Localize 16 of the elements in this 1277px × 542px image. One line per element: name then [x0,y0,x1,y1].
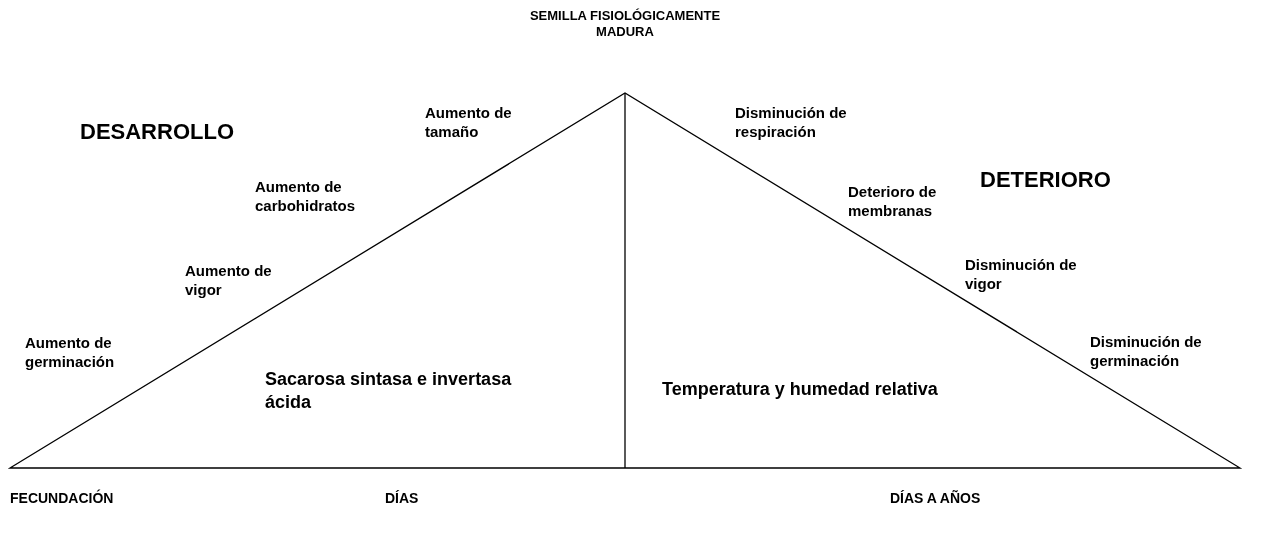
axis-label: DÍAS [385,490,420,508]
process-label: Disminución de germinación [1090,333,1203,371]
process-label: Aumento de germinación [25,334,116,372]
stage-heading: DESARROLLO [80,118,235,146]
process-label: Disminución de vigor [965,256,1078,294]
axis-label: FECUNDACIÓN [10,490,115,508]
factor-label: Temperatura y humedad relativa [662,378,939,401]
axis-label: DÍAS A AÑOS [890,490,982,508]
apex-label: SEMILLA FISIOLÓGICAMENTE MADURA [528,8,722,41]
process-label: Deterioro de membranas [848,183,938,221]
process-label: Aumento de carbohidratos [255,178,357,216]
factor-label: Sacarosa sintasa e invertasa ácida [265,368,513,413]
process-label: Aumento de vigor [185,262,273,300]
process-label: Aumento de tamaño [425,104,513,142]
process-label: Disminución de respiración [735,104,848,142]
stage-heading: DETERIORO [980,166,1112,194]
